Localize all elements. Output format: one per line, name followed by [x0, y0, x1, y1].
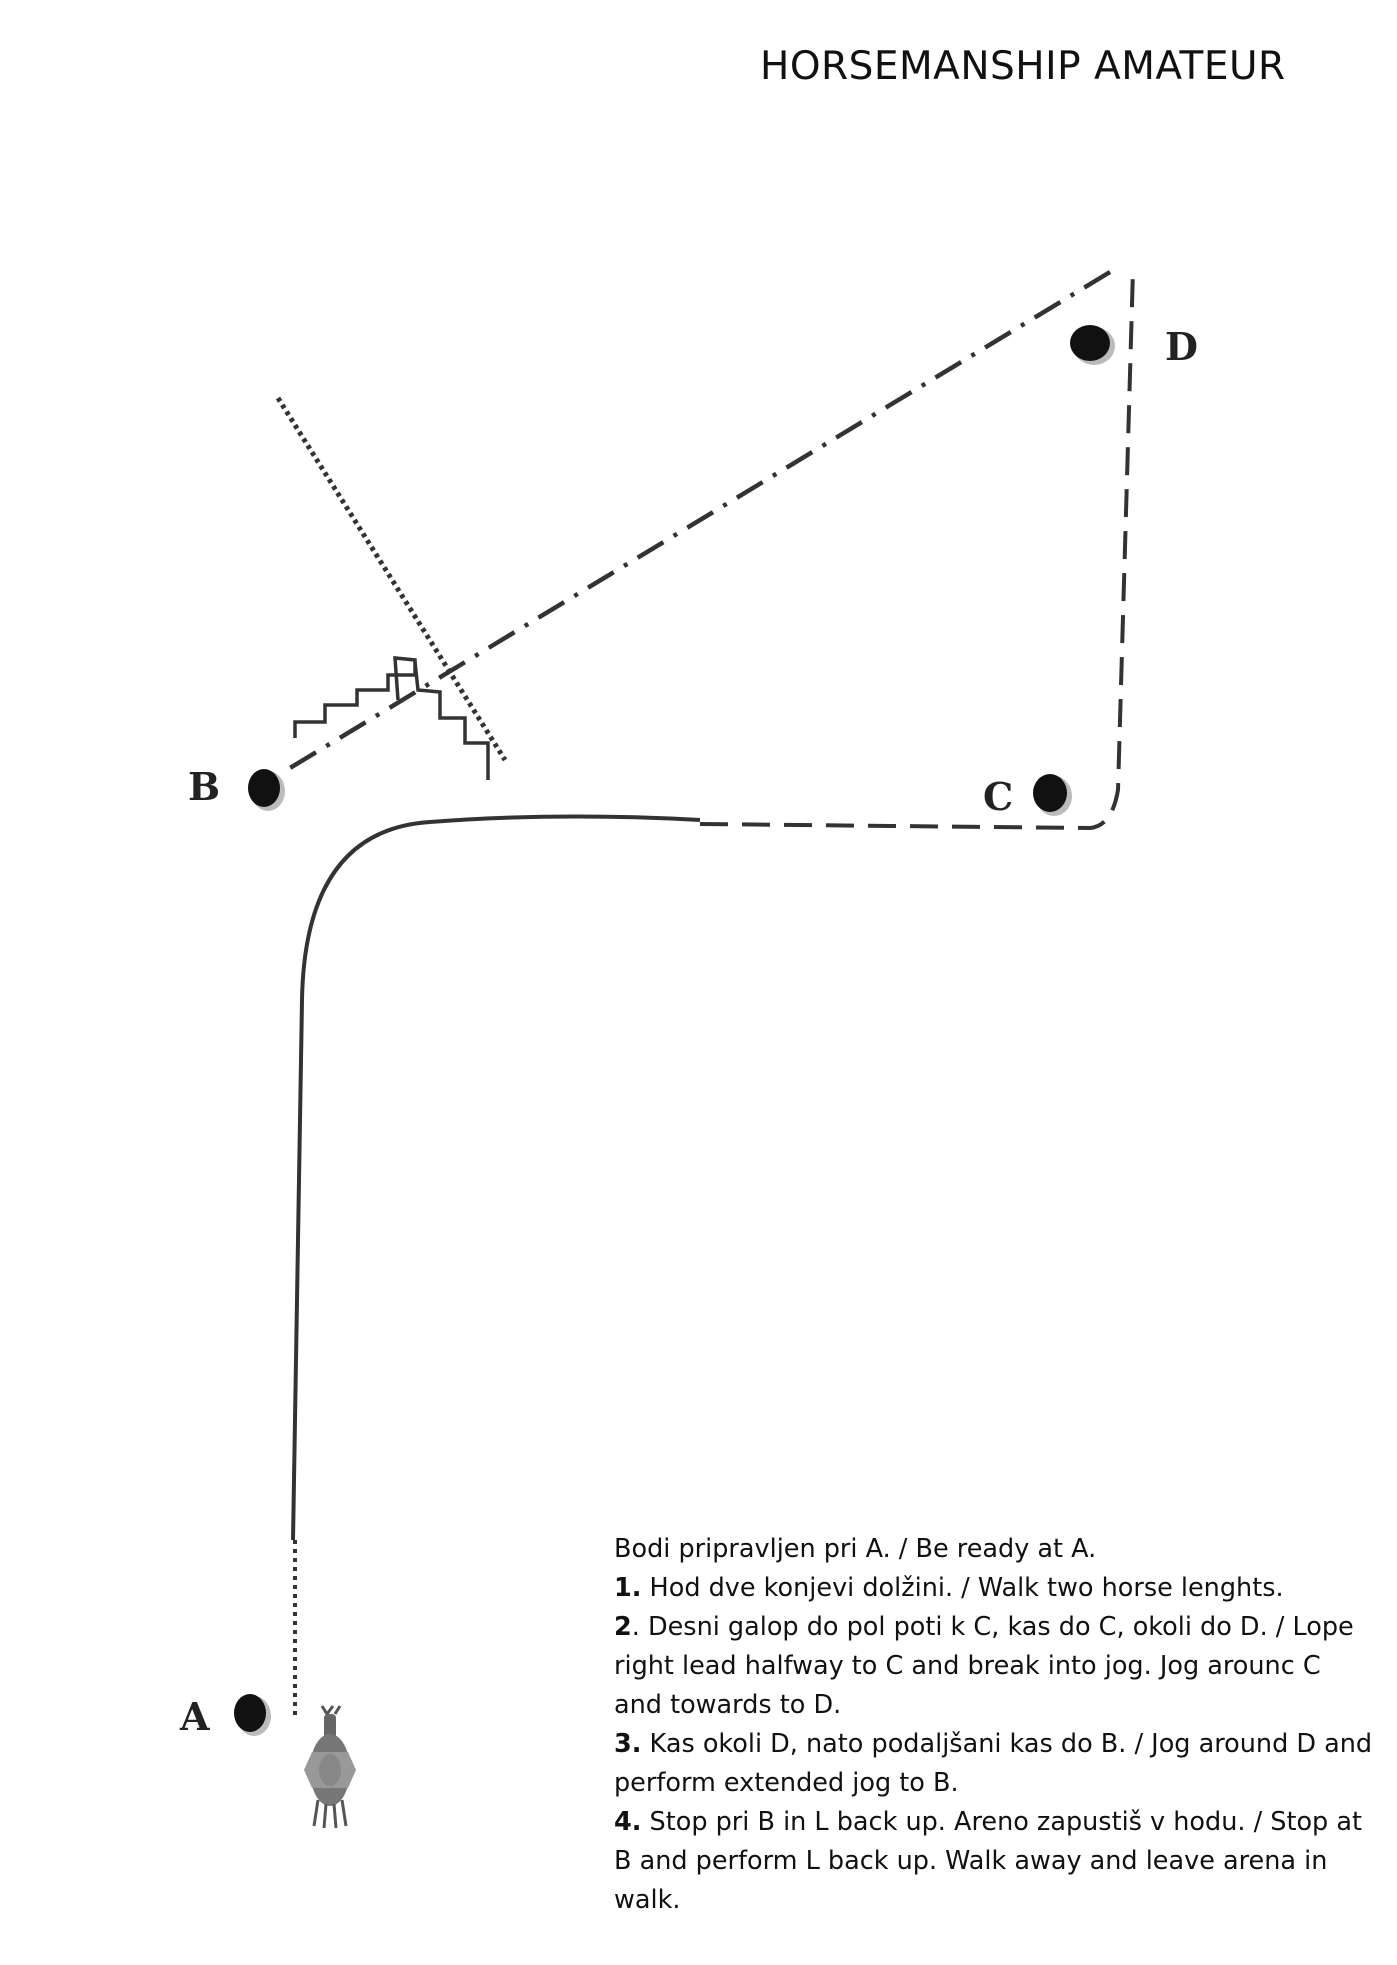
horse-icon: [304, 1705, 356, 1829]
step-number: 4.: [614, 1807, 642, 1837]
cone-b-label: B: [188, 764, 220, 809]
jog-path-dashed: [699, 269, 1135, 831]
backup-zigzag-right: [413, 661, 490, 780]
lope-path-curve: [291, 814, 701, 1541]
instruction-step-3: 3. Kas okoli D, nato podaljšani kas do B…: [614, 1725, 1374, 1803]
instruction-intro: Bodi pripravljen pri A. / Be ready at A.: [614, 1534, 1097, 1564]
step-text: . Desni galop do pol poti k C, kas do C,…: [614, 1612, 1354, 1720]
step-text: Kas okoli D, nato podaljšani kas do B. /…: [614, 1729, 1373, 1798]
step-text: Hod dve konjevi dolžini. / Walk two hors…: [641, 1573, 1284, 1603]
step-number: 1.: [614, 1573, 642, 1603]
pattern-title: HORSEMANSHIP AMATEUR: [760, 44, 1286, 89]
instruction-step-2: 2. Desni galop do pol poti k C, kas do C…: [614, 1608, 1374, 1725]
cone-c-label: C: [983, 774, 1013, 819]
backup-zigzag-left: [293, 656, 417, 738]
cone-a-label: A: [179, 1694, 210, 1739]
instructions-block: Bodi pripravljen pri A. / Be ready at A.…: [614, 1530, 1374, 1920]
cone-b: B: [188, 764, 285, 811]
step-text: Stop pri B in L back up. Areno zapustiš …: [614, 1807, 1362, 1915]
instruction-step-4: 4. Stop pri B in L back up. Areno zapust…: [614, 1803, 1374, 1920]
cone-a: A: [179, 1694, 271, 1739]
cone-c: C: [983, 774, 1072, 819]
step-number: 3.: [614, 1729, 642, 1759]
cone-d-label: D: [1165, 324, 1198, 369]
extended-jog-path: [288, 270, 1112, 770]
step-number: 2: [614, 1612, 632, 1642]
instruction-step-1: 1. Hod dve konjevi dolžini. / Walk two h…: [614, 1569, 1374, 1608]
cone-d: D: [1070, 324, 1198, 369]
